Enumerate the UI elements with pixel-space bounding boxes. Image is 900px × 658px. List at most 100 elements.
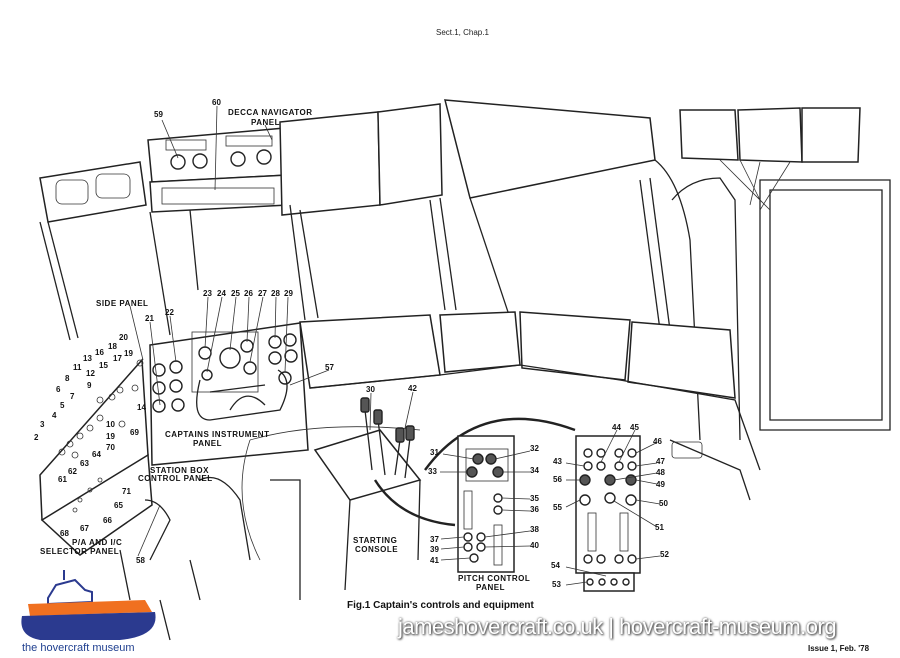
callout: 27 — [258, 289, 267, 298]
callout: 29 — [284, 289, 293, 298]
callout: 5 — [60, 401, 65, 410]
pitch-panel-label-1: PITCH CONTROL — [458, 574, 530, 583]
decca-label-2: PANEL — [251, 118, 280, 127]
dashboard — [299, 311, 761, 501]
callout: 14 — [137, 403, 146, 412]
callout: 70 — [106, 443, 115, 452]
callout: 30 — [366, 385, 375, 394]
callout: 23 — [203, 289, 212, 298]
callout: 68 — [60, 529, 69, 538]
callout: 39 — [430, 545, 439, 554]
arrow-to-right-panel — [424, 417, 576, 471]
callout: 48 — [656, 468, 665, 477]
callout: 10 — [106, 420, 115, 429]
callout: 62 — [68, 467, 77, 476]
callout: 19 — [106, 432, 115, 441]
callout: 51 — [655, 523, 664, 532]
callout: 46 — [653, 437, 662, 446]
callout: 17 — [113, 354, 122, 363]
callout: 7 — [70, 392, 75, 401]
callout: 47 — [656, 457, 665, 466]
callout: 15 — [99, 361, 108, 370]
pa-panel-label-1: P/A AND I/C — [72, 538, 122, 547]
callout: 57 — [325, 363, 334, 372]
callout: 66 — [103, 516, 112, 525]
callout: 63 — [80, 459, 89, 468]
pa-panel-label-2: SELECTOR PANEL — [40, 547, 119, 556]
station-box-label-1: STATION BOX — [150, 466, 209, 475]
issue-date: Issue 1, Feb. '78 — [808, 644, 870, 653]
callout: 37 — [430, 535, 439, 544]
callout: 49 — [656, 480, 665, 489]
figure-caption: Fig.1 Captain's controls and equipment — [347, 600, 534, 611]
callout: 59 — [154, 110, 163, 119]
callout: 12 — [86, 369, 95, 378]
callout: 45 — [630, 423, 639, 432]
callout: 56 — [553, 475, 562, 484]
callout: 9 — [87, 381, 92, 390]
captains-panel-label-1: CAPTAINS INSTRUMENT — [165, 430, 269, 439]
callout: 35 — [530, 494, 539, 503]
callout: 55 — [553, 503, 562, 512]
callout: 2 — [34, 433, 39, 442]
callout: 26 — [244, 289, 253, 298]
callout: 6 — [56, 385, 61, 394]
captains-panel-label-2: PANEL — [193, 439, 222, 448]
callout: 64 — [92, 450, 101, 459]
callout: 69 — [130, 428, 139, 437]
callout: 31 — [430, 448, 439, 457]
starting-console-drawing — [313, 397, 422, 591]
decca-label-1: DECCA NAVIGATOR — [228, 108, 313, 117]
callout: 71 — [122, 487, 131, 496]
callout: 16 — [95, 348, 104, 357]
callout: 61 — [58, 475, 67, 484]
windscreen-frames — [39, 159, 891, 441]
overhead-structure — [39, 99, 861, 223]
callout: 32 — [530, 444, 539, 453]
callout: 44 — [612, 423, 621, 432]
side-panel-drawing — [39, 358, 153, 556]
callout: 25 — [231, 289, 240, 298]
leader-lines — [129, 105, 661, 586]
starting-console-label-1: STARTING — [353, 536, 397, 545]
pitch-control-panel-drawing — [457, 435, 515, 573]
callout: 33 — [428, 467, 437, 476]
callout: 3 — [40, 420, 45, 429]
starting-console-label-2: CONSOLE — [355, 545, 398, 554]
section-header: Sect.1, Chap.1 — [436, 28, 489, 37]
watermark: jameshovercraft.co.uk | hovercraft-museu… — [398, 614, 837, 639]
callout: 52 — [660, 550, 669, 559]
callout: 54 — [551, 561, 560, 570]
callout: 41 — [430, 556, 439, 565]
callout: 34 — [530, 466, 539, 475]
hovercraft-museum-logo — [21, 570, 156, 640]
callout: 38 — [530, 525, 539, 534]
callout: 60 — [212, 98, 221, 107]
callout: 24 — [217, 289, 226, 298]
callout: 4 — [52, 411, 57, 420]
callout: 67 — [80, 524, 89, 533]
callout: 18 — [108, 342, 117, 351]
callout: 42 — [408, 384, 417, 393]
callout: 43 — [553, 457, 562, 466]
callout: 28 — [271, 289, 280, 298]
callout: 21 — [145, 314, 154, 323]
callout-numbers: 2 3 4 5 6 7 8 9 10 11 12 13 14 15 16 17 … — [34, 98, 669, 589]
callout: 53 — [552, 580, 561, 589]
callout: 40 — [530, 541, 539, 550]
callout: 19 — [124, 349, 133, 358]
pitch-panel-label-2: PANEL — [476, 583, 505, 592]
side-panel-label: SIDE PANEL — [96, 299, 148, 308]
callout: 20 — [119, 333, 128, 342]
captains-instrument-panel-drawing — [149, 322, 309, 466]
callout: 13 — [83, 354, 92, 363]
callout: 58 — [136, 556, 145, 565]
callout: 11 — [73, 363, 82, 372]
callout: 8 — [65, 374, 70, 383]
callout: 50 — [659, 499, 668, 508]
station-box-label-2: CONTROL PANEL — [138, 474, 213, 483]
callout: 65 — [114, 501, 123, 510]
callout: 22 — [165, 308, 174, 317]
